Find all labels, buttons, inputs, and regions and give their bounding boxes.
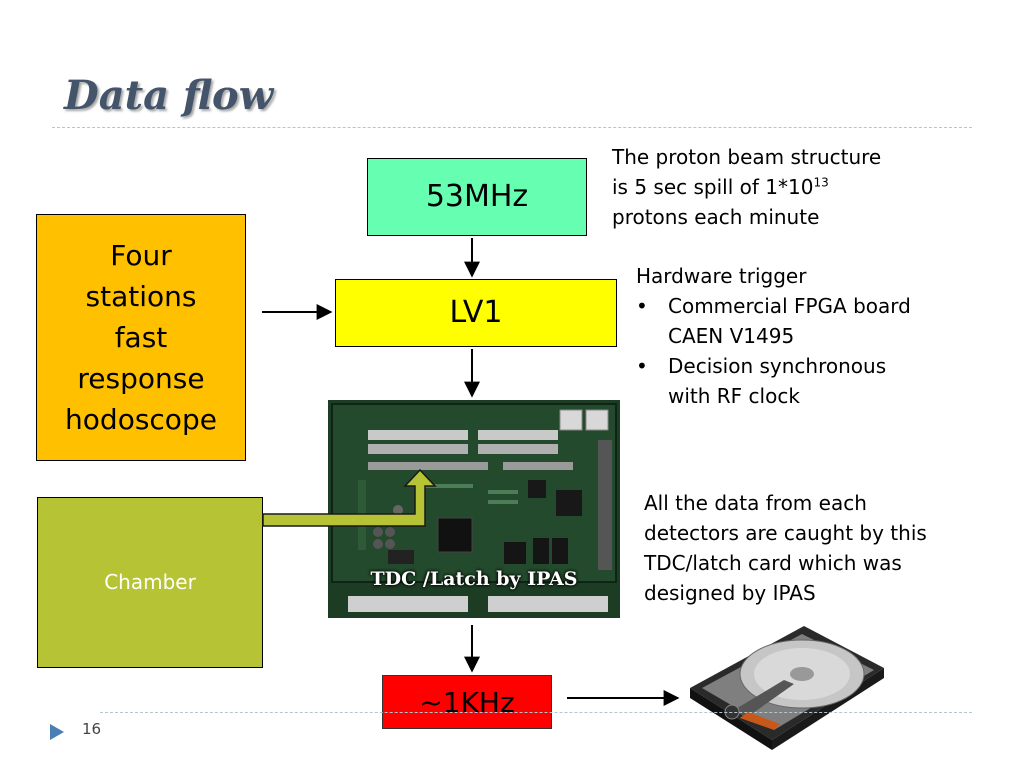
- lv1-box: LV1: [335, 279, 617, 347]
- tdc-board-caption: TDC /Latch by IPAS: [370, 568, 578, 590]
- arrow-chamber-to-tdc: [262, 468, 437, 527]
- tdc-note-line-4: designed by IPAS: [644, 581, 816, 605]
- bullet-marker: •: [636, 354, 648, 378]
- tdc-note: All the data from each detectors are cau…: [644, 488, 927, 608]
- hodoscope-line-4: response: [77, 362, 205, 395]
- title-divider: [52, 127, 972, 128]
- slide-title: Data flow: [64, 72, 274, 119]
- trigger-bullet-1: • Commercial FPGA board CAEN V1495: [636, 291, 911, 351]
- trigger-note: Hardware trigger • Commercial FPGA board…: [636, 261, 911, 411]
- footer-divider: [100, 712, 972, 713]
- trigger-bullet-2-line-1: Decision synchronous: [668, 354, 887, 378]
- hodoscope-line-1: Four: [110, 239, 172, 272]
- bullet-marker: •: [636, 294, 648, 318]
- hodoscope-box: Four stations fast response hodoscope: [36, 214, 246, 461]
- clock-label: 53MHz: [425, 179, 529, 215]
- trigger-bullet-2: • Decision synchronous with RF clock: [636, 351, 911, 411]
- beam-note-line-2-text: is 5 sec spill of 1*10: [612, 175, 814, 199]
- beam-note-exponent: 13: [813, 175, 829, 190]
- beam-note-line-2: is 5 sec spill of 1*1013: [612, 172, 881, 202]
- beam-note-line-3: protons each minute: [612, 205, 820, 229]
- tdc-note-line-3: TDC/latch card which was: [644, 551, 902, 575]
- beam-note: The proton beam structure is 5 sec spill…: [612, 142, 881, 232]
- clock-box: 53MHz: [367, 158, 587, 236]
- hodoscope-line-3: fast: [114, 321, 168, 354]
- output-rate-label: ~1KHz: [419, 685, 515, 719]
- output-rate-box: ~1KHz: [382, 675, 552, 729]
- tdc-note-line-1: All the data from each: [644, 491, 867, 515]
- tdc-note-line-2: detectors are caught by this: [644, 521, 927, 545]
- footer-triangle-icon: [50, 724, 64, 740]
- hard-drive-icon: [690, 626, 884, 750]
- trigger-bullet-1-line-1: Commercial FPGA board: [668, 294, 911, 318]
- beam-note-line-1: The proton beam structure: [612, 145, 882, 169]
- trigger-bullet-2-line-2: with RF clock: [668, 384, 800, 408]
- page-number: 16: [82, 720, 102, 738]
- chamber-box: Chamber: [37, 497, 263, 668]
- tdc-board-image: [328, 400, 620, 618]
- trigger-bullet-1-line-2: CAEN V1495: [668, 324, 795, 348]
- hodoscope-line-2: stations: [85, 280, 197, 313]
- lv1-label: LV1: [449, 295, 503, 331]
- chamber-label: Chamber: [104, 570, 196, 594]
- hodoscope-line-5: hodoscope: [65, 403, 217, 436]
- trigger-heading: Hardware trigger: [636, 264, 807, 288]
